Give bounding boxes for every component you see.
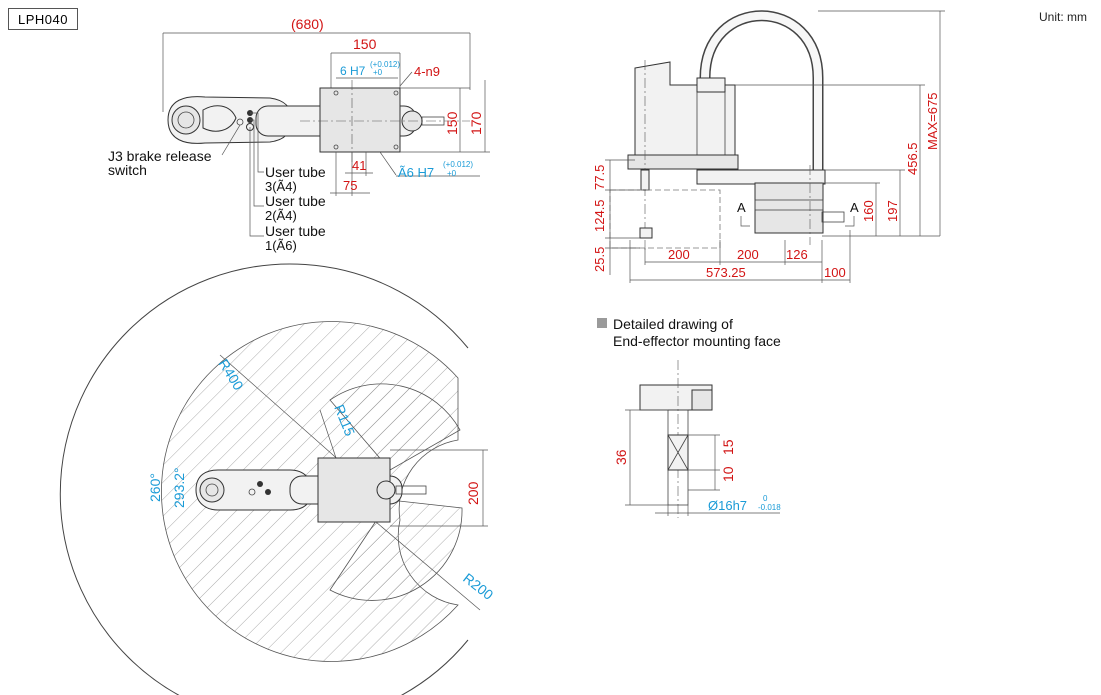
- detail-shaft-fit: Ø16h7: [708, 498, 747, 513]
- user-tube2-label-1: User tube: [265, 193, 326, 209]
- j3-brake-label-1: J3 brake release: [108, 148, 212, 164]
- dim-197: 197: [885, 200, 900, 222]
- dim-680: (680): [291, 16, 324, 32]
- dim-160: 160: [861, 200, 876, 222]
- holes-label: 4-n9: [414, 64, 440, 79]
- detail-dim-10: 10: [720, 466, 736, 482]
- base-block: [754, 182, 824, 234]
- arm-flange: [627, 154, 739, 170]
- side-view: 77.5 124.5 25.5 200 200 126 573.25 100 A…: [592, 10, 945, 283]
- flange-plate: [319, 87, 401, 153]
- dim-150-right: 150: [444, 111, 460, 135]
- dim-573-25: 573.25: [706, 265, 746, 280]
- detail-legend-square-icon: [597, 318, 607, 328]
- range-dim-200: 200: [465, 481, 481, 505]
- user-tube3-label-2: 3(Ã4): [265, 179, 297, 194]
- detail-title-line2: End-effector mounting face: [613, 333, 781, 349]
- section-a-right: A: [850, 200, 859, 215]
- user-tube2-label-2: 2(Ã4): [265, 208, 297, 223]
- angle-293-2: 293.2°: [171, 467, 187, 508]
- detail-title-line1: Detailed drawing of: [613, 316, 733, 332]
- hole-fit-bottom-tol-lower: +0: [447, 169, 457, 178]
- detail-drawing-title: Detailed drawing of End-effector mountin…: [613, 316, 781, 350]
- dim-150-top: 150: [353, 36, 377, 52]
- model-label: LPH040: [8, 8, 78, 30]
- dim-170: 170: [468, 111, 484, 135]
- angle-260: 260°: [147, 473, 163, 502]
- section-a-left: A: [737, 200, 746, 215]
- j3-brake-label-2: switch: [108, 162, 147, 178]
- dim-25-5: 25.5: [592, 247, 607, 272]
- dim-124-5: 124.5: [592, 199, 607, 232]
- top-view: (680) 150 6 H7 (+0.012) +0 4-n9: [108, 16, 490, 253]
- dim-75: 75: [343, 178, 357, 193]
- hole-fit-bottom-tol-upper: (+0.012): [443, 160, 473, 169]
- detail-shaft-tol-lower: -0.018: [758, 503, 781, 512]
- dim-100: 100: [824, 265, 846, 280]
- user-tube1-label-1: User tube: [265, 223, 326, 239]
- dim-77-5: 77.5: [592, 165, 607, 190]
- dim-max-675: MAX=675: [925, 93, 940, 150]
- dim-41: 41: [352, 158, 366, 173]
- dim-126: 126: [786, 247, 808, 262]
- hole-fit-top: 6 H7: [340, 64, 366, 78]
- hole-fit-bottom: Ã6 H7: [398, 165, 434, 180]
- detail-shaft-tol-upper: 0: [763, 494, 768, 503]
- detail-dim-36: 36: [613, 449, 629, 465]
- dim-200-a: 200: [668, 247, 690, 262]
- unit-label: Unit: mm: [1039, 10, 1087, 24]
- column-body: [634, 61, 736, 161]
- dim-200-b: 200: [737, 247, 759, 262]
- hole-fit-top-tol-lower: +0: [373, 68, 383, 77]
- hole-fit-top-tol-upper: (+0.012): [370, 60, 400, 69]
- detail-view: 36 15 10 Ø16h7 0 -0.018: [613, 360, 781, 518]
- range-view: 200 R400 R115 R200 260° 293.2°: [59, 263, 497, 695]
- detail-dim-15: 15: [720, 439, 736, 455]
- user-tube1-label-2: 1(Ã6): [265, 238, 297, 253]
- dim-456-5: 456.5: [905, 142, 920, 175]
- user-tube3-label-1: User tube: [265, 164, 326, 180]
